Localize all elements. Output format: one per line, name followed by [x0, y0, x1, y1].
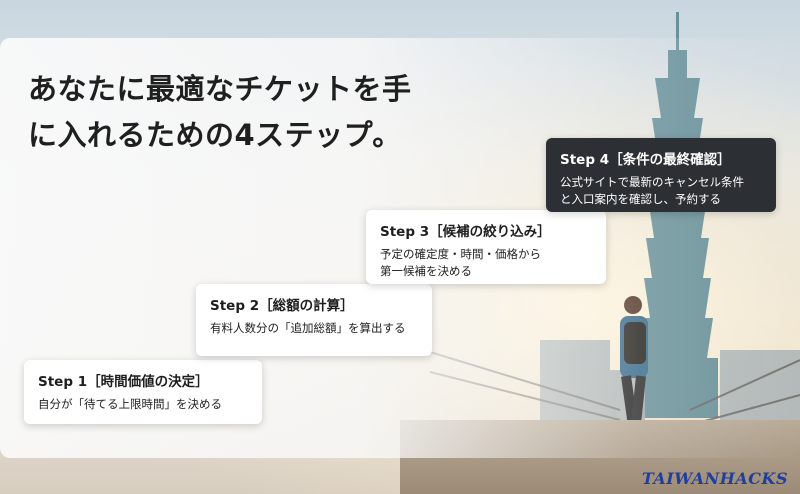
step-card-2: Step 2［総額の計算］ 有料人数分の「追加総額」を算出する: [196, 284, 432, 356]
step-description-line-1: 予定の確定度・時間・価格から: [380, 247, 541, 261]
step-description: 有料人数分の「追加総額」を算出する: [210, 321, 406, 335]
step-title: Step 1［時間価値の決定］: [38, 374, 209, 390]
step-title: Step 4［条件の最終確認］: [560, 152, 731, 168]
step-description-line-2: 第一候補を決める: [380, 264, 472, 278]
step-title: Step 3［候補の絞り込み］: [380, 224, 551, 240]
title-line-1: あなたに最適なチケットを手: [28, 72, 412, 106]
step-description-line-1: 公式サイトで最新のキャンセル条件: [560, 175, 744, 189]
step-card-1: Step 1［時間価値の決定］ 自分が「待てる上限時間」を決める: [24, 360, 262, 424]
page-title: あなたに最適なチケットを手 に入れるための4ステップ。: [28, 66, 498, 158]
step-title: Step 2［総額の計算］: [210, 298, 354, 314]
step-description-line-2: と入口案内を確認し、予約する: [560, 192, 721, 206]
brand-logo: TAIWANHACKS: [641, 469, 788, 488]
title-line-2: に入れるための4ステップ。: [28, 118, 402, 152]
step-card-4: Step 4［条件の最終確認］ 公式サイトで最新のキャンセル条件 と入口案内を確…: [546, 138, 776, 212]
step-description: 自分が「待てる上限時間」を決める: [38, 397, 222, 411]
step-card-3: Step 3［候補の絞り込み］ 予定の確定度・時間・価格から 第一候補を決める: [366, 210, 606, 284]
